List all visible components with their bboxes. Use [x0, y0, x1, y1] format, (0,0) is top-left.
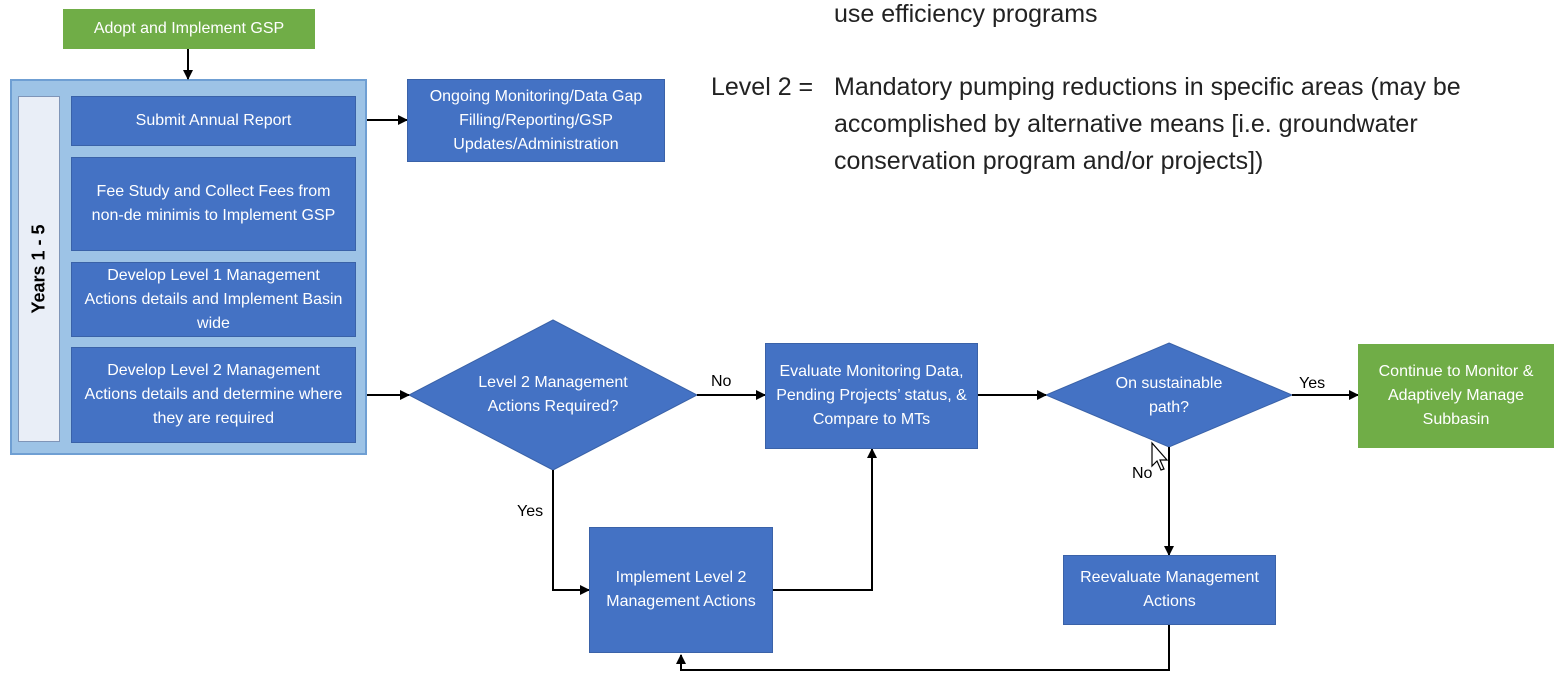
edge-label-no-reevaluate: No	[1132, 465, 1153, 482]
edge-label-yes-continue: Yes	[1299, 375, 1326, 392]
arrow-decision-yes-to-implement	[552, 470, 590, 595]
legend-level2-line1: Mandatory pumping reductions in specific…	[834, 73, 1461, 101]
arrow-reevaluate-to-implement	[676, 625, 1170, 671]
evaluate-box: Evaluate Monitoring Data, Pending Projec…	[765, 343, 978, 449]
years-label-bar: Years 1 - 5	[18, 96, 60, 442]
step-level2: Develop Level 2 Management Actions detai…	[71, 347, 356, 443]
legend-level2-line3: conservation program and/or projects])	[834, 147, 1264, 175]
decision-sustainable-text: On sustainable path?	[1115, 375, 1223, 416]
step-fee-study: Fee Study and Collect Fees from non-de m…	[71, 157, 356, 251]
legend-level2-line2: accomplished by alternative means [i.e. …	[834, 110, 1418, 138]
ongoing-monitoring-box: Ongoing Monitoring/Data Gap Filling/Repo…	[407, 79, 665, 162]
mouse-cursor-icon	[1151, 441, 1169, 471]
implement-level2-box: Implement Level 2 Management Actions	[589, 527, 773, 653]
legend-line-0: use efficiency programs	[834, 0, 1098, 28]
continue-box: Continue to Monitor & Adaptively Manage …	[1358, 344, 1554, 448]
arrow-implement-to-evaluate	[773, 448, 877, 591]
edge-label-no-evaluate: No	[711, 373, 732, 390]
reevaluate-box: Reevaluate Management Actions	[1063, 555, 1276, 625]
step-annual-report: Submit Annual Report	[71, 96, 356, 146]
step-level1: Develop Level 1 Management Actions detai…	[71, 262, 356, 337]
decision-level2-text: Level 2 Management Actions Required?	[478, 374, 628, 415]
legend-level2-key: Level 2 =	[711, 73, 814, 101]
start-box: Adopt and Implement GSP	[63, 9, 315, 49]
edge-label-yes-implement: Yes	[517, 503, 544, 520]
